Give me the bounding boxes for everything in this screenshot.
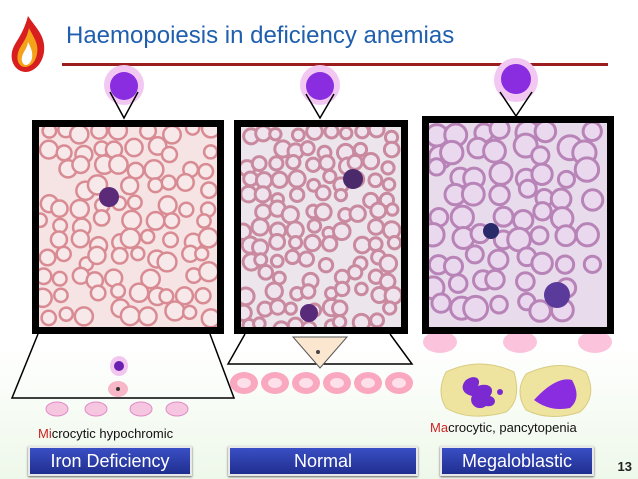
- page-number: 13: [617, 459, 632, 474]
- caption-iron-deficiency: Microcytic hypochromic: [38, 426, 174, 441]
- title-rule: [62, 63, 608, 66]
- slide-title: Haemopoiesis in deficiency anemias: [66, 22, 455, 49]
- blood-smear-megaloblastic-icon: [429, 123, 607, 327]
- caption-megaloblastic: Macrocytic, pancytopenia: [430, 420, 577, 435]
- blood-smear-microcytic-icon: [39, 127, 217, 327]
- label-normal: Normal: [228, 446, 418, 476]
- precursor-cell-normal: [300, 65, 340, 120]
- micrograph-iron-deficiency: [32, 120, 224, 334]
- normal-triangle: [291, 336, 349, 369]
- flame-logo-icon: [11, 16, 45, 72]
- blood-smear-normal-icon: [241, 127, 401, 327]
- macrocytic-cells: [423, 331, 612, 417]
- micrograph-megaloblastic: [422, 116, 614, 334]
- microcytic-cells: [45, 356, 189, 417]
- micrograph-normal: [234, 120, 408, 334]
- label-iron-deficiency: Iron Deficiency: [28, 446, 192, 476]
- label-megaloblastic: Megaloblastic: [440, 446, 594, 476]
- precursor-cell-iron-deficiency: [104, 65, 144, 120]
- iron-deficiency-trapezoid: [10, 333, 236, 399]
- normal-rbc-row: [230, 372, 413, 394]
- precursor-cell-megaloblastic: [494, 58, 538, 118]
